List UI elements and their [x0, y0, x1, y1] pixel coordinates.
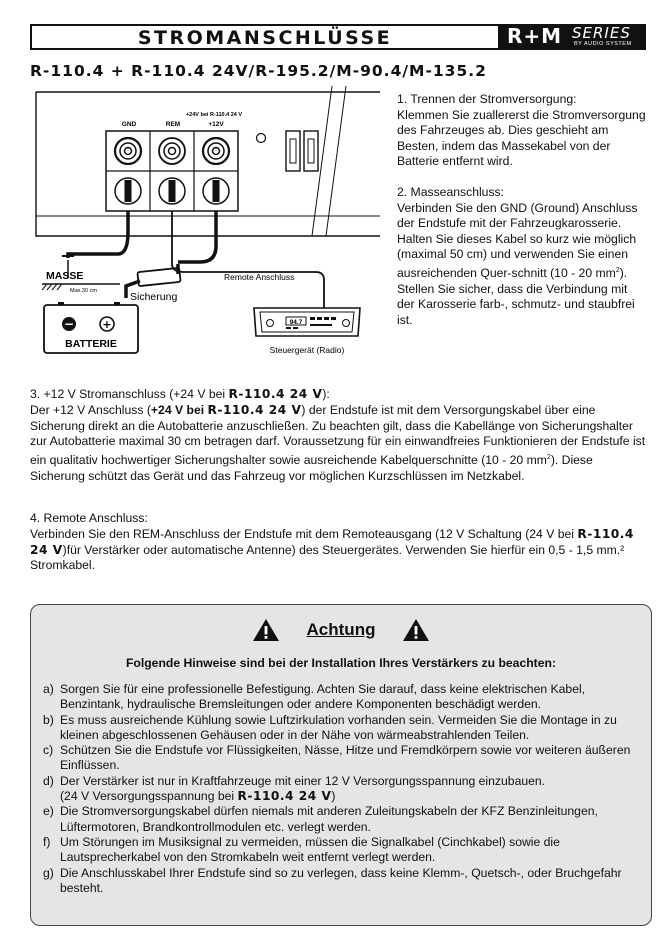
page-header: STROMANSCHLÜSSE	[30, 24, 500, 50]
warning-list: a)Sorgen Sie für eine professionelle Bef…	[43, 682, 643, 896]
list-item: d)Der Verstärker ist nur in Kraftfahrzeu…	[43, 773, 546, 804]
badge-series: SERIES	[572, 24, 631, 42]
list-item: f)Um Störungen im Musiksignal zu vermeid…	[43, 834, 560, 865]
label-12v: +12V	[208, 121, 224, 128]
warning-title: Achtung	[306, 620, 376, 639]
list-item: c)Schützen Sie die Endstufe vor Flüssigk…	[43, 743, 631, 773]
section-3: 3. +12 V Stromanschluss (+24 V bei R-110…	[30, 387, 648, 485]
section-1-title: 1. Trennen der Stromversorgung:	[397, 92, 577, 106]
badge-by: BY AUDIO SYSTEM	[574, 41, 632, 47]
label-batterie: BATTERIE	[65, 338, 117, 350]
battery-plus: +	[102, 318, 111, 331]
radio-display: 94.7	[290, 319, 303, 326]
battery-minus: −	[64, 317, 74, 331]
label-masse: MASSE	[46, 270, 83, 282]
label-radio: Steuergerät (Radio)	[270, 345, 345, 355]
list-item: b)Es muss ausreichende Kühlung sowie Luf…	[43, 712, 617, 742]
section-3-title: 3. +12 V Stromanschluss (+24 V bei R-110…	[30, 387, 330, 401]
list-item: g)Die Anschlusskabel Ihrer Endstufe sind…	[43, 865, 622, 895]
label-rem: REM	[166, 121, 180, 128]
wiring-diagram: +24V bei R-110.4 24 V GND REM +12V MASSE…	[35, 86, 380, 355]
label-gnd: GND	[122, 121, 137, 128]
section-3-body: Der +12 V Anschluss (+24 V bei R-110.4 2…	[30, 402, 646, 484]
section-4-body: Verbinden Sie den REM-Anschluss der Ends…	[30, 526, 634, 573]
label-max: Max.30 cm	[70, 288, 97, 294]
warning-subtitle: Folgende Hinweise sind bei der Installat…	[125, 656, 557, 670]
warning-icon	[402, 619, 429, 641]
model-list: R-110.4 + R-110.4 24V/R-195.2/M-90.4/M-1…	[30, 62, 487, 80]
list-item: e)Die Stromversorgungskabel dürfen niema…	[43, 804, 598, 834]
label-sicherung: Sicherung	[130, 291, 177, 303]
section-1-body: Klemmen Sie zuallererst die Stromversorg…	[397, 107, 646, 169]
warning-box: Achtung Folgende Hinweise sind bei der I…	[30, 604, 652, 926]
series-badge: R+M SERIES BY AUDIO SYSTEM	[500, 24, 646, 50]
warning-icon	[253, 619, 280, 641]
right-column: 1. Trennen der Stromversorgung: Klemmen …	[397, 92, 647, 343]
label-remote: Remote Anschluss	[224, 272, 294, 282]
section-4: 4. Remote Anschluss: Verbinden Sie den R…	[30, 511, 648, 574]
warning-header: Achtung	[31, 618, 651, 642]
terminal-note: +24V bei R-110.4 24 V	[186, 112, 242, 118]
section-2-title: 2. Masseanschluss:	[397, 184, 505, 199]
section-2-body: Verbinden Sie den GND (Ground) Anschluss…	[397, 200, 638, 327]
list-item: a)Sorgen Sie für eine professionelle Bef…	[43, 682, 586, 712]
badge-rm: R+M	[507, 24, 563, 48]
section-4-title: 4. Remote Anschluss:	[30, 511, 148, 525]
page-title: STROMANSCHLÜSSE	[137, 27, 393, 49]
